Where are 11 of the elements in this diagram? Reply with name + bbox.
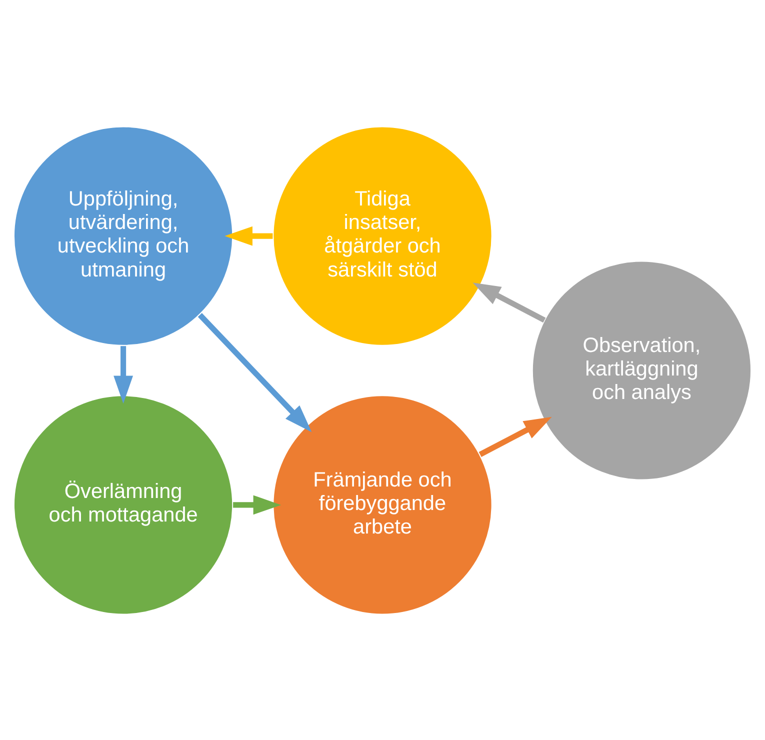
node-circle: Tidiga insatser, åtgärder och särskilt stöd: [272, 125, 493, 346]
arrow: [233, 494, 282, 514]
arrow: [478, 416, 552, 456]
node-circle: Uppföljning, utvärdering, utveckling och utmaning: [13, 125, 234, 346]
node-circle: Observation, kartläggning och analys: [532, 260, 752, 480]
arrow: [224, 226, 273, 246]
arrow: [198, 312, 312, 432]
arrow: [114, 346, 134, 404]
arrow: [472, 282, 546, 322]
node-circle: Främjande och förebyggande arbete: [272, 394, 493, 615]
node-circle: Överlämning och mottagande: [13, 394, 234, 615]
